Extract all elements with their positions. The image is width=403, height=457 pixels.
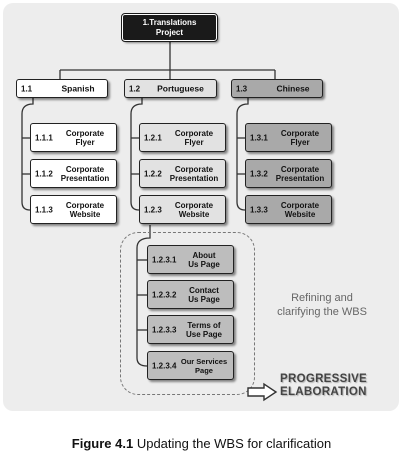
node-label-line1: Our Services [180,356,228,366]
pe-line2: ELABORATION [280,386,367,398]
node-label-line2: Website [284,209,316,219]
node-number: 1.2.3.4 [152,361,177,370]
node-number: 1.1 [21,84,33,93]
node-number: 1.3 [236,84,248,93]
node-label-line1: Contact [189,285,219,295]
node-label: Spanish [61,83,95,93]
node-label-line2: Us Page [188,294,220,304]
node-number: 1.2 [129,84,141,93]
root-line1: 1.Translations [142,17,197,27]
node-label-line1: Corporate [174,164,214,174]
node-number: 1.1.1 [35,133,53,142]
node-label-line2: Flyer [290,137,310,147]
node-label-line2: Presentation [60,173,110,183]
node-number: 1.1.3 [35,205,53,214]
node-number: 1.2.3.2 [152,290,177,299]
note-line2: clarifying the WBS [277,306,367,318]
node-number: 1.1.2 [35,169,53,178]
node-number: 1.3.1 [250,133,268,142]
node-number: 1.2.3.3 [152,325,177,334]
node-label-line1: Corporate [65,200,105,210]
node-label-line1: Corporate [65,128,105,138]
node-number: 1.3.3 [250,205,268,214]
node-label-line1: Corporate [174,128,214,138]
note-line1: Refining and [291,292,353,304]
node-label-line1: About [192,250,216,260]
node-label-line2: Page [195,365,213,375]
pe-line1: PROGRESSIVE [280,373,368,385]
node-label-line2: Presentation [169,173,219,183]
node-chinese: 1.3 Chinese [231,79,323,98]
node-label-line2: Website [178,209,210,219]
figure-number: Figure 4.1 [71,436,134,451]
node-spanish: 1.1 Spanish [16,79,108,98]
node-label-line2: Us Page [188,259,220,269]
node-label-line1: Corporate [65,164,105,174]
refinement-region [120,232,255,395]
node-label-line1: Corporate [280,164,320,174]
caption-text: Updating the WBS for clarification [136,436,332,451]
node-label-line2: Flyer [184,137,204,147]
node-label-line2: Flyer [75,137,95,147]
figure-caption: Figure 4.1 Updating the WBS for clarific… [0,436,403,451]
node-number: 1.2.2 [144,169,162,178]
node-number: 1.3.2 [250,169,268,178]
node-number: 1.2.3.1 [152,255,177,264]
node-portuguese: 1.2 Portuguese [124,79,217,98]
node-number: 1.2.3 [144,205,162,214]
refining-note: Refining and clarifying the WBS [267,291,377,319]
node-label-line1: Terms of [187,320,221,330]
node-label-line2: Presentation [275,173,325,183]
node-label: Portuguese [157,83,204,93]
root-line2: Project [155,27,184,37]
node-label-line2: Use Page [185,329,223,339]
node-label-line1: Corporate [280,200,320,210]
right-arrow-icon [247,382,278,402]
node-label-line2: Website [69,209,101,219]
node-number: 1.2.1 [144,133,162,142]
node-label: Chinese [276,83,310,93]
node-label-line1: Corporate [174,200,214,210]
node-label-line1: Corporate [280,128,320,138]
progressive-elaboration-label: PROGRESSIVE ELABORATION [280,373,390,399]
